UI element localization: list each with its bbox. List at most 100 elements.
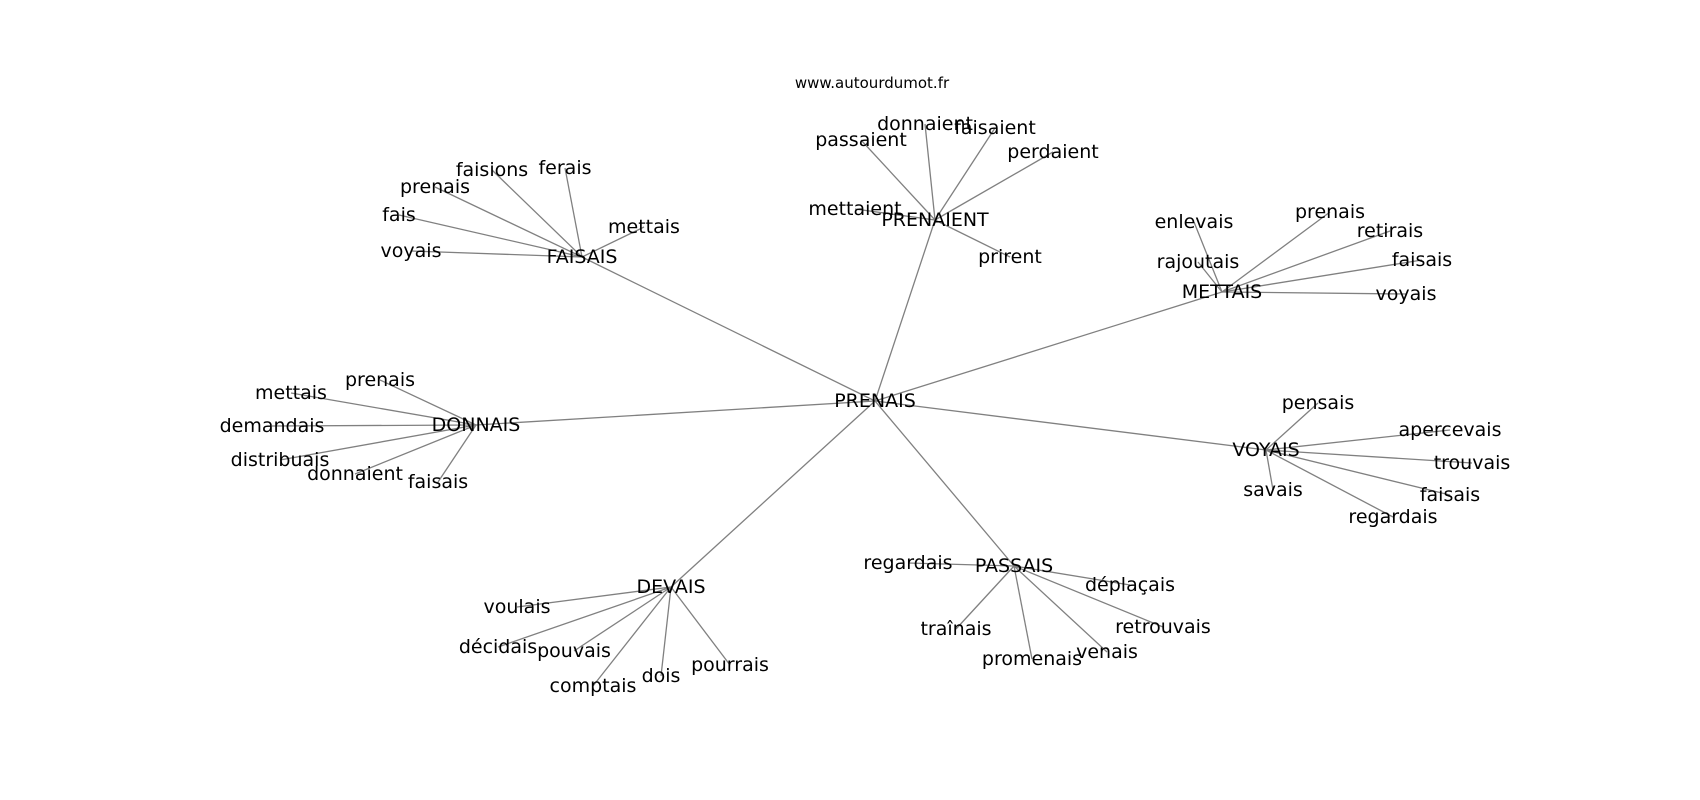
node-hub-passais: PASSAIS [975,555,1053,577]
node-leaf-devais-comptais: comptais [550,675,637,697]
node-leaf-faisais-ferais: ferais [538,157,591,179]
node-leaf-voyais-apercevais: apercevais [1399,419,1502,441]
edge-mettais-retirais [1221,230,1391,293]
edge-faisais-prenais [434,186,583,258]
node-leaf-mettais-enlevais: enlevais [1155,211,1234,233]
node-leaf-faisais-prenais: prenais [400,176,470,198]
node-leaf-mettais-prenais: prenais [1295,201,1365,223]
node-leaf-passais-deplacais: déplaçais [1085,574,1175,596]
node-leaf-voyais-trouvais: trouvais [1434,452,1511,474]
node-leaf-mettais-faisais: faisais [1392,249,1452,271]
node-leaf-mettais-retirais: retirais [1357,220,1423,242]
source-url: www.autourdumot.fr [795,74,950,92]
edge-prenaient-mettaient [854,208,936,221]
node-hub-devais: DEVAIS [636,576,705,598]
edge-donnais-mettais [290,392,477,426]
node-leaf-devais-voulais: voulais [483,596,550,618]
node-leaf-voyais-pensais: pensais [1282,392,1355,414]
edge-voyais-regardais [1265,449,1394,518]
edge-donnais-distribuais [279,424,477,461]
node-hub-prenaient: PRENAIENT [881,209,989,231]
edge-passais-venais [1013,565,1108,653]
node-leaf-voyais-faisais: faisais [1420,484,1480,506]
edge-donnais-demandais [271,424,477,427]
edge-root-faisais [581,256,876,402]
edge-devais-decidais [497,586,672,648]
node-leaf-devais-pouvais: pouvais [537,640,611,662]
edge-devais-voulais [516,586,672,608]
edge-prenaient-passaient [860,139,936,221]
edge-root-voyais [874,400,1267,451]
edge-faisais-voyais [410,250,583,258]
edge-voyais-faisais [1265,449,1451,496]
edge-devais-pourrais [670,586,731,666]
node-leaf-prenaient-donnaient: donnaient [877,113,973,135]
node-leaf-prenaient-mettaient: mettaient [808,198,901,220]
edge-devais-dois [660,586,672,677]
node-leaf-voyais-savais: savais [1243,479,1303,501]
edge-voyais-apercevais [1265,429,1451,451]
edge-root-passais [874,400,1015,567]
node-leaf-mettais-voyais: voyais [1376,283,1437,305]
node-leaf-devais-dois: dois [642,665,681,687]
edge-root-prenaient [874,219,936,402]
node-leaf-devais-decidais: décidais [459,636,537,658]
edge-faisais-mettais [581,226,645,258]
node-hub-mettais: METTAIS [1182,281,1262,303]
node-leaf-mettais-rajoutais: rajoutais [1157,251,1240,273]
edge-donnais-donnaient [354,424,477,475]
node-leaf-faisais-faisions: faisions [456,159,528,181]
node-leaf-faisais-fais: fais [382,204,416,226]
edge-passais-deplacais [1013,565,1131,586]
edge-prenaient-donnaient [924,123,936,221]
edge-prenaient-perdaient [934,151,1054,221]
edge-donnais-prenais [379,379,477,426]
edge-voyais-savais [1265,449,1274,491]
node-leaf-prenaient-prirent: prirent [978,246,1042,268]
edge-mettais-rajoutais [1197,261,1223,293]
node-leaf-passais-regardais: regardais [863,552,952,574]
node-leaf-donnais-prenais: prenais [345,369,415,391]
node-leaf-devais-pourrais: pourrais [691,654,769,676]
node-hub-voyais: VOYAIS [1232,439,1299,461]
node-leaf-faisais-voyais: voyais [381,240,442,262]
edge-faisais-fais [398,214,583,258]
node-hub-faisais: FAISAIS [547,246,618,268]
node-hub-donnais: DONNAIS [432,414,521,436]
edge-faisais-ferais [564,167,583,258]
node-leaf-passais-trainais: traînais [920,618,991,640]
edge-passais-regardais [907,562,1015,567]
edge-devais-comptais [592,586,672,687]
node-leaf-passais-venais: venais [1076,641,1138,663]
node-leaf-prenaient-perdaient: perdaient [1007,141,1098,163]
edge-root-mettais [874,291,1223,402]
edge-mettais-prenais [1221,211,1331,293]
edge-passais-promenais [1013,565,1033,660]
node-leaf-voyais-regardais: regardais [1348,506,1437,528]
node-leaf-faisais-mettais: mettais [608,216,680,238]
edge-root-devais [670,400,876,588]
node-leaf-passais-promenais: promenais [982,648,1082,670]
edge-mettais-enlevais [1193,221,1223,293]
edge-devais-pouvais [573,586,672,652]
node-leaf-prenaient-faisaient: faisaient [954,117,1036,139]
edge-root-donnais [475,400,876,426]
edge-mettais-voyais [1221,291,1407,295]
edge-passais-retrouvais [1013,565,1164,628]
node-leaf-passais-retrouvais: retrouvais [1115,616,1211,638]
edge-mettais-faisais [1221,259,1423,293]
node-leaf-donnais-faisais: faisais [408,471,468,493]
edge-voyais-trouvais [1265,449,1473,464]
edge-passais-trainais [955,565,1015,630]
graph-nodes: PRENAIS FAISAIS faisions ferais prenais fais v… [220,113,1511,697]
node-leaf-donnais-donnaient: donnaient [307,463,403,485]
edge-prenaient-prirent [934,219,1011,258]
node-root-prenais: PRENAIS [834,390,916,412]
edge-prenaient-faisaient [934,127,996,221]
node-leaf-prenaient-passaient: passaient [815,129,907,151]
node-leaf-donnais-distribuais: distribuais [231,449,330,471]
graph-edges [271,123,1473,687]
edge-donnais-faisais [437,424,477,483]
edge-faisais-faisions [491,169,583,258]
